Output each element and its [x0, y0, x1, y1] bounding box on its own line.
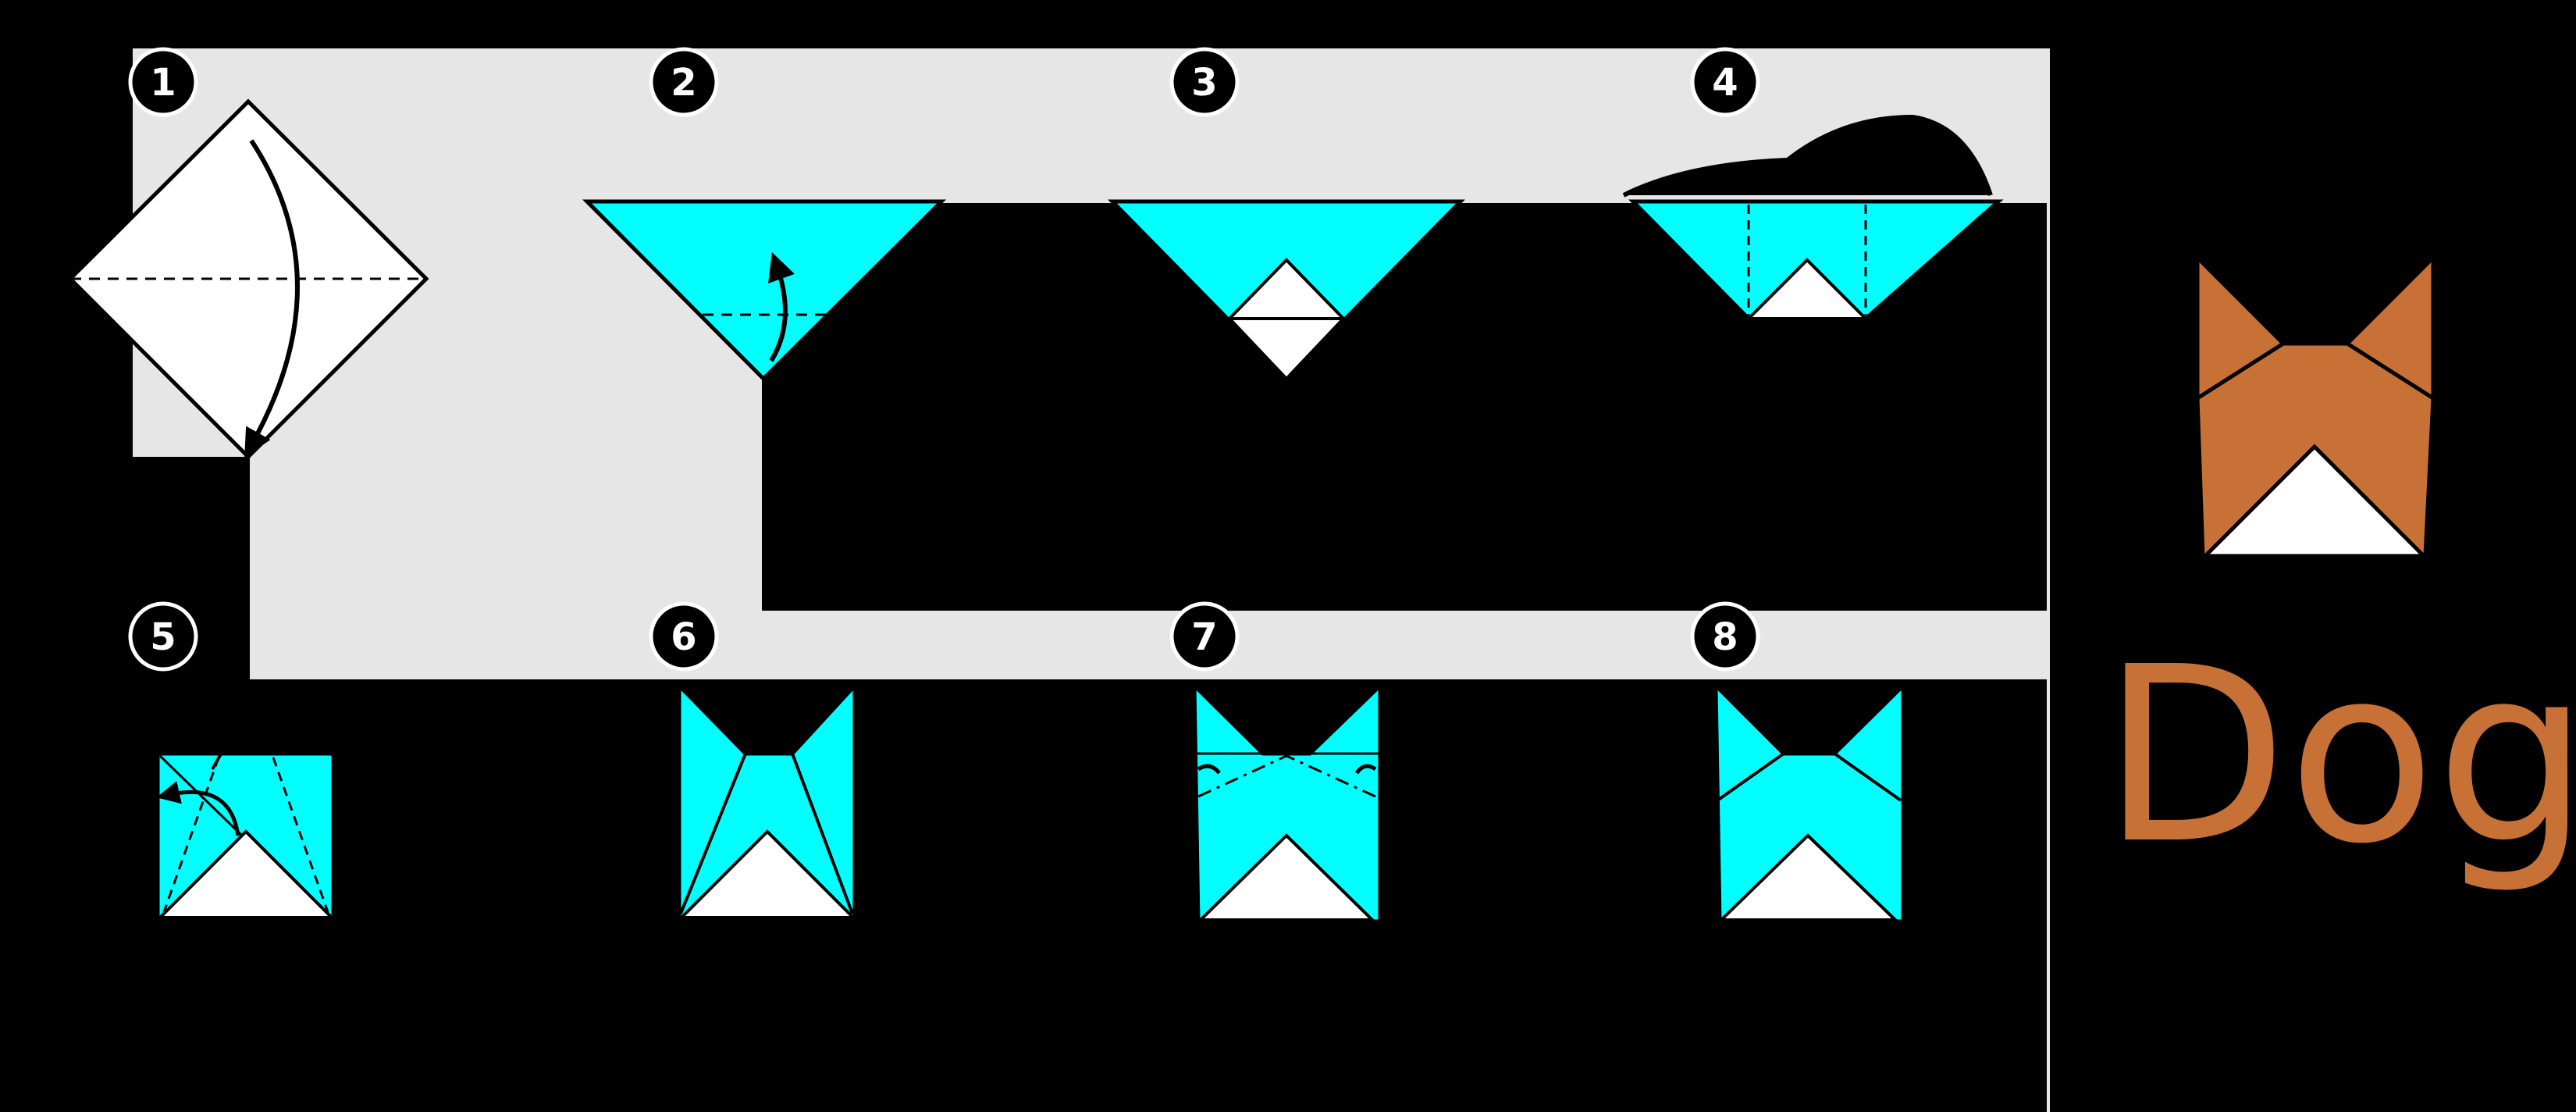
step-badge-4: 4	[1690, 47, 1760, 117]
fold-line-dash-dot	[1197, 754, 1287, 798]
folded-tip-white	[1745, 258, 1870, 320]
step-1	[67, 98, 429, 460]
crease-left	[679, 753, 747, 914]
white-triangle	[1717, 833, 1899, 921]
step-number: 7	[1191, 615, 1217, 659]
step-number: 2	[671, 61, 696, 105]
step-badge-3: 3	[1169, 47, 1240, 117]
dog-muzzle	[2200, 444, 2429, 558]
panel-cutout-lower-middle	[762, 203, 2047, 611]
flip-arrow	[1622, 114, 1993, 198]
white-triangle	[1197, 833, 1376, 921]
triangle-paper	[582, 199, 947, 382]
fold-line-dashed-right	[272, 757, 329, 913]
step-number: 4	[1712, 61, 1738, 105]
step-8	[1713, 680, 1905, 924]
fold-mark-left	[1197, 764, 1221, 775]
step-badge-2: 2	[649, 47, 719, 117]
ear-fold-left	[1716, 752, 1785, 802]
fold-arrow	[768, 252, 795, 362]
fold-arrow	[156, 781, 240, 836]
step-badge-5: 5	[128, 601, 198, 672]
white-triangle	[156, 829, 336, 919]
divider-line	[2047, 48, 2050, 1112]
step-5	[155, 750, 336, 921]
step-2	[582, 199, 947, 382]
step-number: 5	[150, 615, 176, 659]
result-title: Dog	[2101, 615, 2576, 897]
step-badge-8: 8	[1690, 601, 1760, 672]
fold-line-dash-dot-2	[1286, 754, 1376, 798]
white-triangle	[678, 829, 857, 919]
ear-fold-right	[1833, 752, 1902, 802]
step-number: 1	[150, 61, 176, 105]
step-7	[1192, 680, 1382, 924]
finished-dog-head	[2195, 252, 2435, 558]
step-3	[1108, 199, 1465, 382]
fold-hint	[211, 750, 224, 770]
step-badge-7: 7	[1169, 601, 1240, 672]
crease-right	[791, 753, 854, 914]
crease-line	[158, 754, 244, 837]
step-badge-1: 1	[128, 47, 198, 117]
step-badge-6: 6	[649, 601, 719, 672]
step-number: 8	[1712, 615, 1738, 659]
step-6	[677, 680, 857, 921]
fold-mark-right	[1354, 764, 1377, 775]
step-number: 6	[671, 615, 696, 659]
fold-line-dashed-left	[162, 757, 220, 913]
step-number: 3	[1191, 61, 1217, 105]
step-4	[1622, 114, 2004, 321]
fold-arrow	[244, 139, 300, 458]
